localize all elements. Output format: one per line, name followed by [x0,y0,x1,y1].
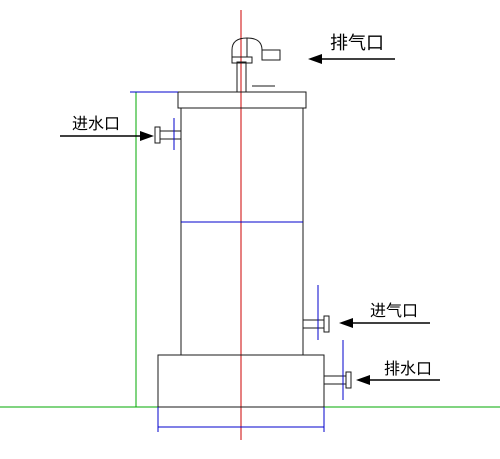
exhaust-outlet-label: 排气口 [330,33,384,54]
water-inlet-leader-arrow [60,131,154,141]
air-inlet-leader-arrow [339,318,430,328]
drain-leader-arrow [356,375,440,385]
water-inlet-label: 进水口 [72,114,121,133]
air-inlet-label: 进气口 [370,301,419,320]
air-inlet-pipe [302,315,330,333]
exhaust-pipe [231,37,281,93]
drain-outlet-label: 排水口 [384,359,433,378]
exhaust-leader-arrow [308,54,395,64]
drain-outlet-pipe [323,371,352,389]
tank-body [180,107,304,356]
water-inlet-pipe [154,126,182,144]
tank-top-flange [177,91,307,109]
